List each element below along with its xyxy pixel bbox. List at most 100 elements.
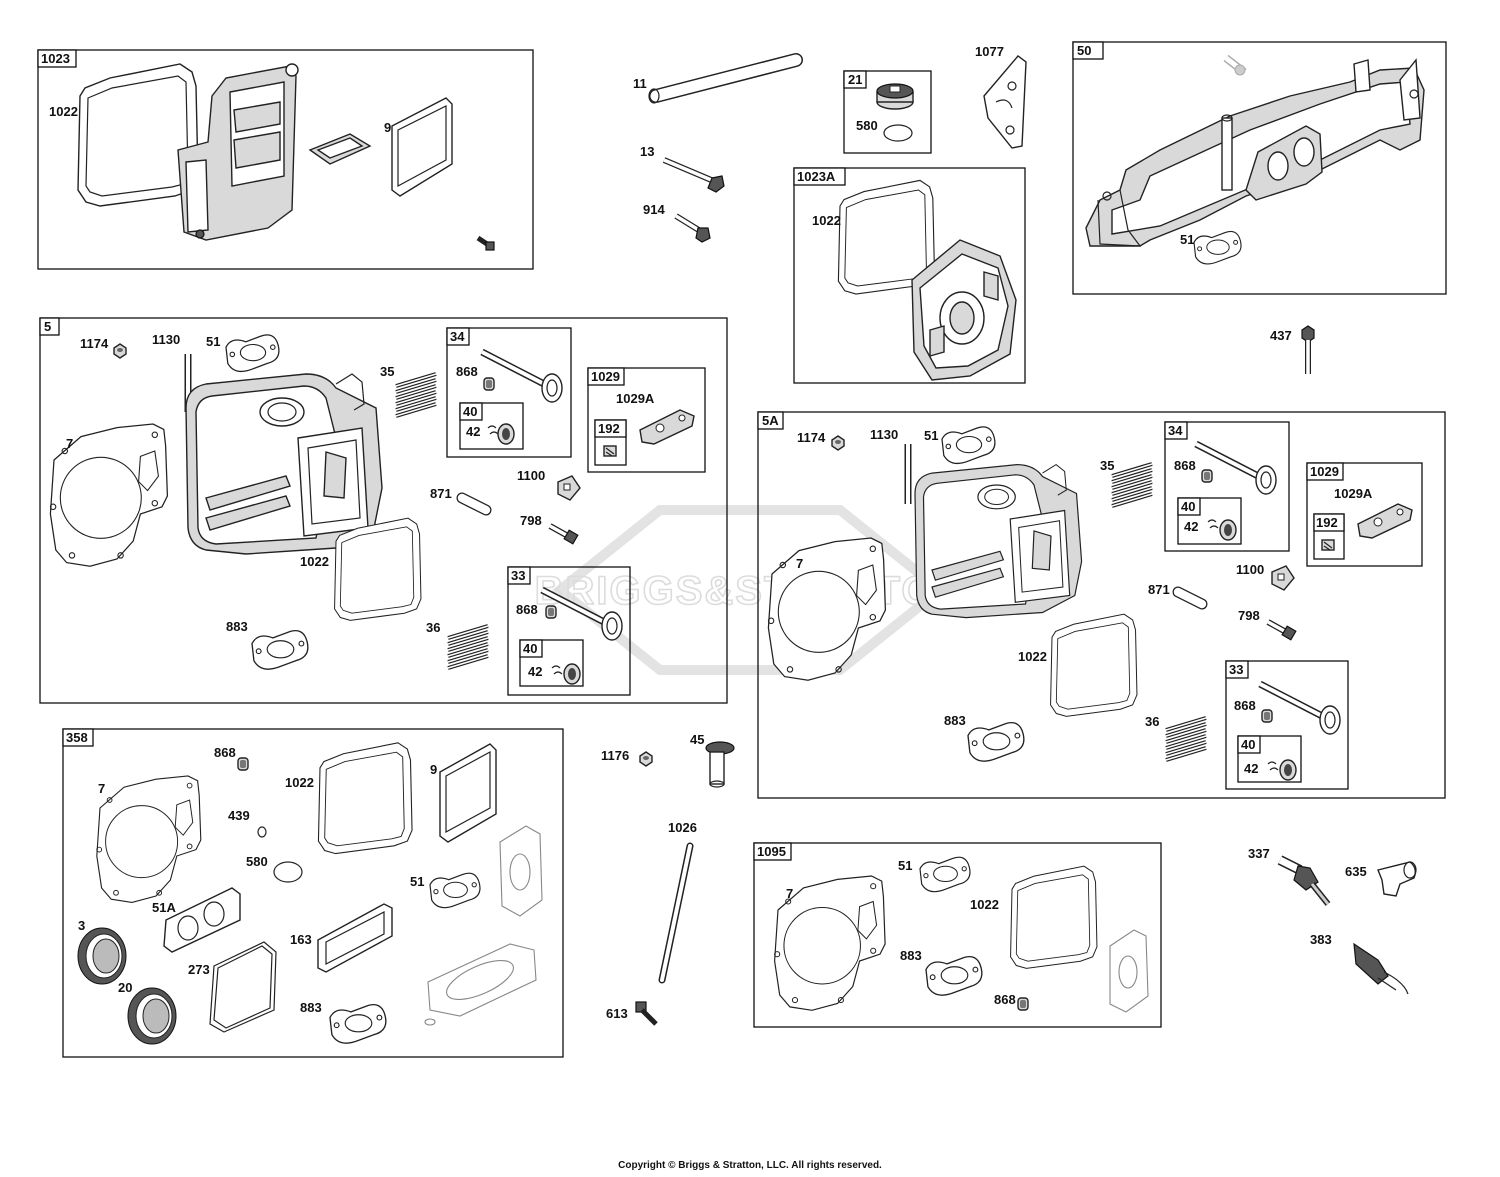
group-tag: 40 bbox=[463, 404, 477, 419]
part-label: 273 bbox=[188, 962, 210, 977]
nut-1176 bbox=[639, 751, 653, 767]
group-tag: 34 bbox=[450, 329, 465, 344]
bracket-1077 bbox=[983, 55, 1027, 149]
part-label: 635 bbox=[1345, 864, 1367, 879]
group-1023a: 1023A 1022 bbox=[793, 167, 1026, 384]
intake-gasket bbox=[941, 426, 996, 465]
group-5a: 5A 1174 1130 51 35 34 868 40 42 bbox=[757, 411, 1446, 799]
part-label: 1022 bbox=[970, 897, 999, 912]
part-label: 868 bbox=[516, 602, 538, 617]
part-label: 1100 bbox=[517, 468, 545, 483]
group-tag: 5 bbox=[44, 319, 51, 334]
screw-613 bbox=[635, 1001, 658, 1026]
valve-spring bbox=[394, 372, 438, 418]
nut-1174 bbox=[113, 343, 127, 359]
exhaust-gasket bbox=[967, 721, 1025, 762]
head-gasket bbox=[96, 775, 202, 903]
rocker-screw bbox=[1321, 539, 1335, 551]
intake-manifold bbox=[1085, 58, 1425, 247]
part-label: 580 bbox=[856, 118, 878, 133]
valve-seal bbox=[1261, 709, 1273, 723]
part-label: 9 bbox=[384, 120, 391, 135]
part-label: 914 bbox=[643, 202, 665, 217]
group-tag: 192 bbox=[598, 421, 620, 436]
part-label: 883 bbox=[944, 713, 966, 728]
breather-gasket bbox=[439, 743, 497, 843]
part-label: 798 bbox=[520, 513, 542, 528]
seal-3 bbox=[77, 927, 127, 985]
valve-spring bbox=[1164, 716, 1208, 762]
rocker-cover-breather bbox=[177, 63, 299, 241]
part-label: 883 bbox=[900, 948, 922, 963]
part-label: 871 bbox=[430, 486, 452, 501]
group-50: 50 51 bbox=[1072, 41, 1447, 295]
valve-keeper bbox=[1267, 761, 1279, 771]
part-label: 613 bbox=[606, 1006, 628, 1021]
spark-plug-boot bbox=[1377, 861, 1417, 897]
group-34: 34 868 40 42 bbox=[446, 327, 572, 458]
seal-20 bbox=[127, 987, 177, 1045]
group-tag: 1023 bbox=[41, 51, 70, 66]
spring-retainer bbox=[497, 423, 515, 445]
group-1029: 1029 1029A 192 bbox=[587, 367, 706, 473]
breather-reed bbox=[308, 133, 372, 165]
part-label: 7 bbox=[786, 886, 793, 901]
part-label: 1174 bbox=[797, 430, 826, 445]
valve-seal bbox=[1017, 997, 1029, 1011]
part-label: 7 bbox=[98, 781, 105, 796]
part-label: 51 bbox=[410, 874, 424, 889]
part-label: 36 bbox=[1145, 714, 1159, 729]
part-label: 42 bbox=[466, 424, 480, 439]
group-21: 21 580 bbox=[843, 70, 932, 154]
rocker-cover bbox=[911, 239, 1017, 381]
group-tag: 33 bbox=[1229, 662, 1243, 677]
rocker-screw bbox=[603, 445, 617, 457]
part-label: 51 bbox=[206, 334, 220, 349]
group-tag: 1023A bbox=[797, 169, 836, 184]
head-gasket bbox=[767, 537, 887, 681]
part-label: 868 bbox=[994, 992, 1016, 1007]
part-label: 1176 bbox=[601, 748, 629, 763]
valve-spring bbox=[1110, 462, 1154, 508]
exhaust-gasket-light bbox=[1109, 929, 1149, 1013]
guide-45 bbox=[705, 741, 735, 788]
group-tag: 1095 bbox=[757, 844, 786, 859]
part-label: 1100 bbox=[1236, 562, 1264, 577]
group-tag: 21 bbox=[848, 72, 862, 87]
part-label: 868 bbox=[1174, 458, 1196, 473]
spring-retainer bbox=[563, 663, 581, 685]
push-rod bbox=[658, 842, 694, 984]
part-label: 437 bbox=[1270, 328, 1292, 343]
part-label: 1029A bbox=[1334, 486, 1373, 501]
rocker-guide-1100 bbox=[1271, 565, 1295, 591]
part-label: 36 bbox=[426, 620, 440, 635]
valve-seal bbox=[483, 377, 495, 391]
group-1029: 1029 1029A 192 bbox=[1306, 462, 1423, 567]
rocker-cover-gasket bbox=[1010, 865, 1098, 969]
group-358: 358 868 1022 9 7 439 580 51 51A bbox=[62, 728, 564, 1058]
group-1095: 1095 7 51 1022 883 868 bbox=[753, 842, 1162, 1028]
valve-keeper bbox=[487, 425, 499, 435]
group-tag: 50 bbox=[1077, 43, 1091, 58]
part-label: 51 bbox=[898, 858, 912, 873]
valve-spring bbox=[446, 624, 490, 670]
nut-1174 bbox=[831, 435, 845, 451]
part-label: 868 bbox=[1234, 698, 1256, 713]
part-label: 1022 bbox=[300, 554, 329, 569]
part-label: 7 bbox=[796, 556, 803, 571]
part-label: 1174 bbox=[80, 336, 109, 351]
exhaust-valve bbox=[482, 352, 562, 402]
rocker-arm bbox=[1357, 503, 1413, 539]
group-tag: 192 bbox=[1316, 515, 1338, 530]
part-label: 871 bbox=[1148, 582, 1170, 597]
part-label: 42 bbox=[1244, 761, 1258, 776]
group-tag: 1029 bbox=[1310, 464, 1339, 479]
rocker-stud bbox=[1268, 622, 1296, 640]
group-34: 34 868 40 42 bbox=[1164, 421, 1290, 552]
oil-fill-cap bbox=[876, 83, 914, 110]
part-label: 1026 bbox=[668, 820, 697, 835]
gasket-light bbox=[424, 943, 537, 1026]
part-label: 580 bbox=[246, 854, 268, 869]
intake-gasket bbox=[225, 334, 280, 373]
group-tag: 358 bbox=[66, 730, 88, 745]
